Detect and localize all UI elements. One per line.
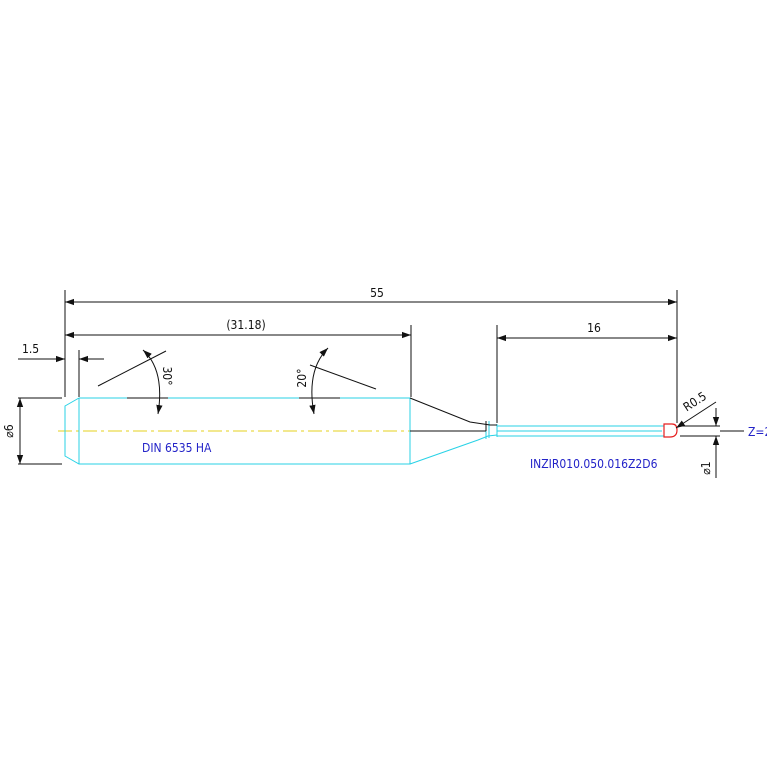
taper-outline-lower: [409, 434, 498, 465]
shank-chamfer-angle-value: 30°: [160, 366, 174, 385]
corner-radius-leader: [675, 401, 717, 429]
taper-angle-dimension: [299, 347, 377, 415]
part-number-label: INZIR010.050.016Z2D6: [530, 457, 658, 471]
shank-length-value: (31.18): [226, 318, 265, 332]
neck-length-value: 16: [587, 321, 601, 335]
shank-standard-label: DIN 6535 HA: [142, 441, 212, 455]
tip-diameter-value: ⌀1: [699, 461, 713, 474]
overall-length-value: 55: [370, 286, 384, 300]
taper-angle-value: 20°: [295, 368, 309, 387]
shank-chamfer-angle-dimension: [97, 349, 168, 415]
flutes-value: Z=2: [748, 425, 767, 439]
corner-radius-arc: [663, 423, 678, 438]
taper-edges: [409, 397, 497, 432]
shank-diameter-value: ⌀6: [2, 424, 16, 437]
extension-lines: [18, 290, 720, 465]
corner-radius-value: R0.5: [681, 389, 709, 414]
chamfer-length-value: 1.5: [22, 342, 39, 356]
